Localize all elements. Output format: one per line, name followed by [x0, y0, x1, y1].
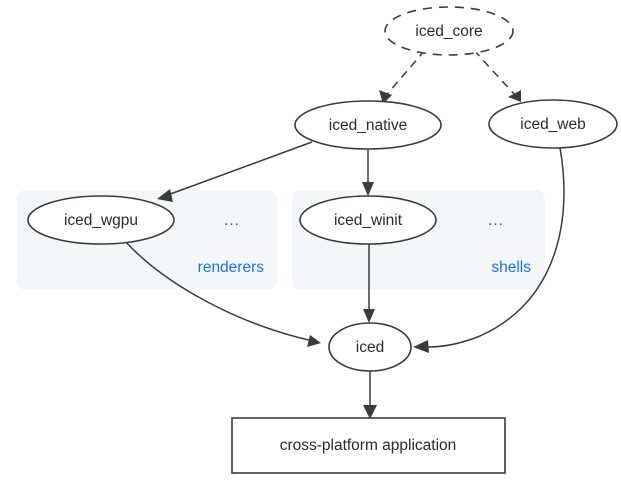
node-iced-web-shape[interactable]	[488, 99, 618, 149]
arrow-head	[307, 335, 321, 347]
arrow-head	[363, 309, 375, 323]
node-iced-shape[interactable]	[328, 322, 412, 372]
arrow-head	[157, 189, 173, 202]
edge-iced-web-to-iced	[413, 147, 565, 353]
cluster-renderers-ellipsis: ...	[224, 212, 240, 229]
node-iced-native[interactable]: iced_native	[294, 100, 442, 150]
node-iced-winit-shape[interactable]	[299, 195, 437, 245]
edge-line	[164, 141, 313, 197]
node-cross-platform-application-shape[interactable]	[231, 417, 506, 474]
node-iced-native-shape[interactable]	[294, 100, 442, 150]
cluster-shells-ellipsis: ...	[488, 212, 504, 229]
node-iced-winit[interactable]: iced_winit	[299, 195, 437, 245]
node-iced[interactable]: iced	[328, 322, 412, 372]
node-iced-wgpu[interactable]: iced_wgpu	[27, 195, 175, 245]
arrow-head	[363, 405, 377, 419]
edge-line	[479, 147, 565, 337]
node-iced-core[interactable]: iced_core	[384, 6, 514, 56]
cluster-shells-label: shells	[491, 259, 531, 276]
edge-iced-native-to-iced-winit	[362, 149, 374, 196]
edge-line	[124, 240, 314, 342]
node-cross-platform-application[interactable]: cross-platform application	[231, 417, 506, 474]
edge-line	[473, 49, 517, 97]
node-iced-web[interactable]: iced_web	[488, 99, 618, 149]
arrow-head	[413, 340, 429, 353]
edge-iced-wgpu-to-iced	[124, 240, 321, 347]
edge-line	[384, 49, 426, 98]
edge-iced-winit-to-iced	[363, 244, 375, 323]
edge-iced-core-to-iced-native	[379, 49, 426, 104]
arrow-head	[508, 90, 521, 102]
node-iced-wgpu-shape[interactable]	[27, 195, 175, 245]
arrow-head	[362, 182, 374, 196]
node-iced-core-shape[interactable]	[384, 6, 514, 56]
edge-iced-core-to-iced-web	[473, 49, 521, 102]
edge-iced-to-app	[363, 371, 377, 419]
arrow-head	[379, 90, 392, 104]
edge-line-tail	[427, 335, 481, 348]
edge-iced-native-to-iced-wgpu	[157, 141, 313, 202]
cluster-renderers-label: renderers	[198, 259, 265, 276]
